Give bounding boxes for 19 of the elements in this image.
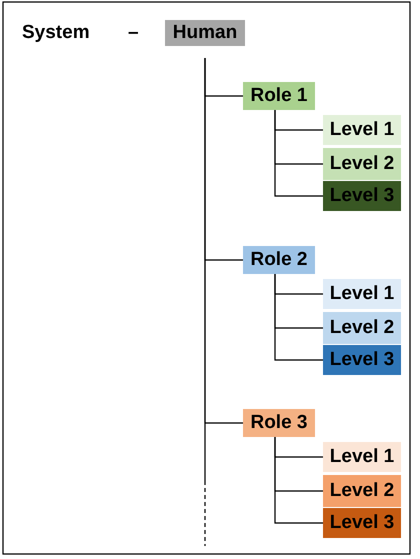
level-box: Level 1 xyxy=(323,279,401,309)
level-box: Level 3 xyxy=(323,345,401,375)
level-box: Level 3 xyxy=(323,508,401,538)
system-label: System xyxy=(22,22,90,44)
connector-line xyxy=(274,110,323,197)
role-box: Role 2 xyxy=(243,246,315,274)
role-box: Role 1 xyxy=(243,82,315,110)
role-box: Role 3 xyxy=(243,409,315,437)
level-box: Level 1 xyxy=(323,115,401,145)
connector-line xyxy=(274,437,323,524)
human-box: Human xyxy=(165,20,245,46)
dash-label: – xyxy=(128,22,139,44)
level-box: Level 3 xyxy=(323,181,401,211)
connector-line xyxy=(204,58,206,546)
level-box: Level 1 xyxy=(323,442,401,472)
level-box: Level 2 xyxy=(323,475,401,507)
level-box: Level 2 xyxy=(323,148,401,180)
connector-line xyxy=(274,274,323,361)
level-box: Level 2 xyxy=(323,312,401,344)
